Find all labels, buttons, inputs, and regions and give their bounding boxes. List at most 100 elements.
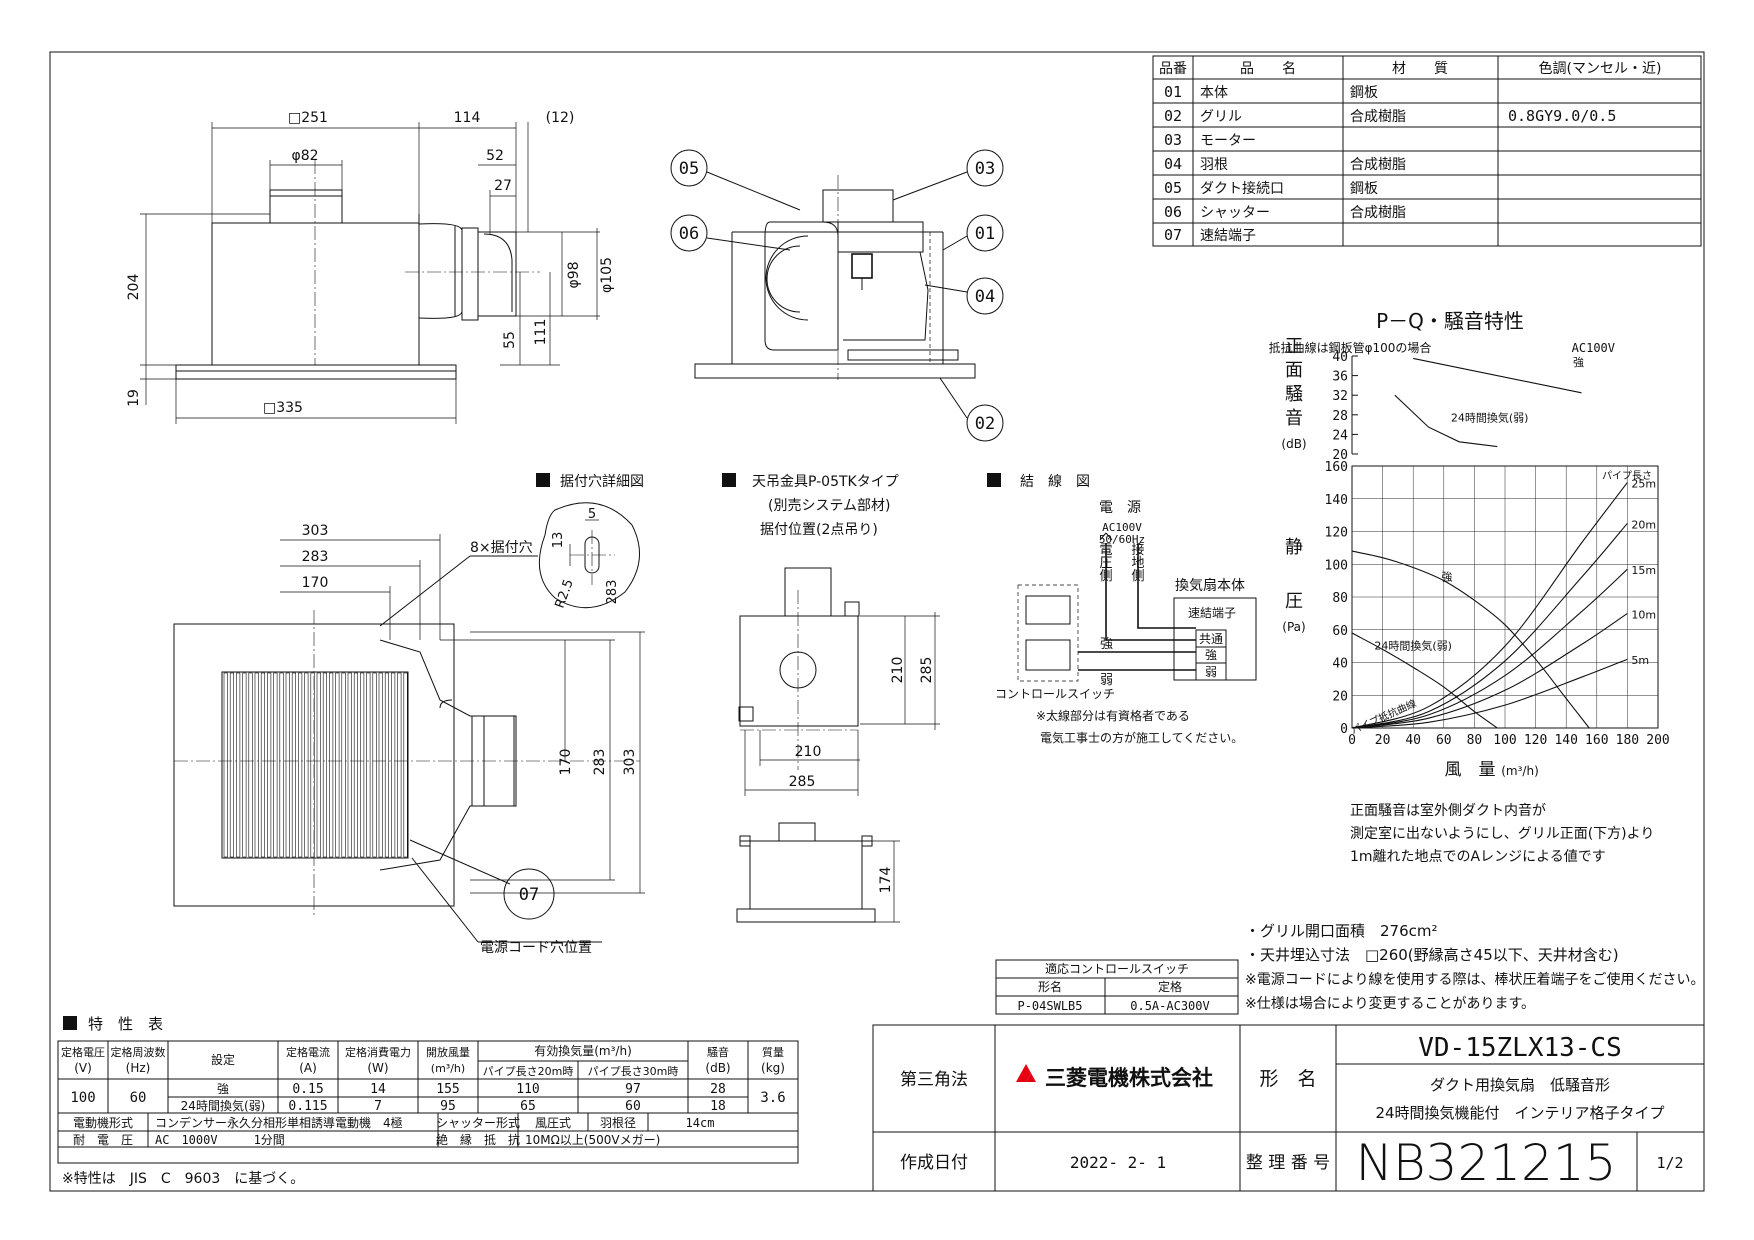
dim-text: 27 (494, 178, 512, 194)
col-unit: (Hz) (126, 1061, 151, 1075)
parts-header-name: 品 名 (1240, 61, 1296, 77)
grille-slat (291, 672, 297, 858)
sp-unit: (Pa) (1282, 620, 1305, 634)
y-tick-label: 100 (1325, 558, 1348, 573)
row-p20: 110 (516, 1082, 539, 1097)
noise-note-line: 正面騒音は室外側ダクト内音が (1350, 802, 1546, 819)
col-header: パイプ長さ30m時 (588, 1065, 679, 1078)
x-tick-label: 80 (1467, 733, 1483, 748)
x-tick-label: 180 (1616, 733, 1639, 748)
grille-slat (267, 672, 272, 858)
blade-label: 羽根径 (600, 1116, 636, 1130)
parts-cell: モーター (1200, 133, 1256, 149)
sp-series-line (1351, 658, 1628, 729)
dim-text: 303 (302, 523, 329, 539)
pq-charts: P－Q・騒音特性 抵抗曲線は鋼板管φ100の場合 AC100V 正 面 騒 音 … (1269, 309, 1670, 780)
y-tick-label: 120 (1325, 526, 1348, 541)
parts-cell: 羽根 (1200, 157, 1228, 173)
sp-ylabel: 圧 (1285, 591, 1303, 612)
sp-series-line (1351, 522, 1628, 729)
dim-text: R2.5 (553, 577, 577, 610)
char-footnote: ※特性は JIS C 9603 に基づく。 (62, 1170, 304, 1187)
row-power: 14 (370, 1082, 386, 1097)
page-number: 1/2 (1656, 1154, 1683, 1172)
grille-slats (223, 672, 408, 858)
row-p30: 97 (625, 1082, 641, 1097)
parts-cell: 鋼板 (1350, 181, 1378, 197)
grille-slat (372, 672, 377, 858)
spec-note-line: ・グリル開口面積 276cm² (1245, 922, 1438, 940)
noise-ylabel: 面 (1285, 360, 1303, 381)
noise-y-tick-label: 32 (1332, 389, 1348, 404)
col-unit: (W) (367, 1061, 388, 1075)
dim-text: 5 (588, 507, 596, 522)
mass-value: 3.6 (760, 1090, 785, 1106)
grille-slat (298, 672, 303, 858)
dim-text: 174 (878, 867, 894, 894)
insulation-label: 絶 縁 抵 抗 (436, 1132, 520, 1147)
dim-text: 210 (795, 744, 822, 760)
row-open: 95 (440, 1099, 456, 1114)
x-tick-label: 140 (1554, 733, 1577, 748)
projection-label: 第三角法 (900, 1070, 968, 1090)
grille-slat (254, 672, 259, 858)
sp-series-label: 強 (1441, 571, 1452, 584)
row-p20: 65 (520, 1099, 536, 1114)
section-marker (987, 473, 1001, 487)
noise-y-tick-label: 24 (1332, 428, 1348, 443)
dim-text: 283 (605, 580, 620, 605)
title-block: 第三角法 三菱電機株式会社 形 名 VD-15ZLX13-CS ダクト用換気扇 … (872, 1024, 1705, 1192)
col-header: 騒音 (707, 1045, 729, 1059)
grille-slat (403, 672, 408, 858)
parts-cell: シャッター (1200, 205, 1270, 221)
switch-rating: 0.5A-AC300V (1130, 999, 1209, 1013)
dim-text: 111 (533, 319, 549, 346)
parts-cell: 07 (1164, 226, 1182, 244)
grille-slat (391, 672, 396, 858)
dim-text: 170 (558, 749, 574, 776)
plot-frame (1351, 465, 1659, 729)
noise-ylabel: 騒 (1285, 384, 1303, 405)
grille-slat (360, 672, 365, 858)
grille-slat (273, 672, 278, 858)
x-tick-label: 120 (1524, 733, 1547, 748)
wiring-power: 電 源 (1099, 500, 1141, 516)
grille-slat (366, 672, 371, 858)
noise-series-line (1394, 394, 1498, 448)
hanger-subtitle: (別売システム部材) (768, 498, 891, 514)
section-marker (722, 473, 736, 487)
section-view: 05 06 03 01 04 02 (670, 149, 1004, 442)
wiring-ground-side: 接地側 (1129, 542, 1145, 582)
x-unit: (m³/h) (1501, 764, 1539, 778)
x-tick-label: 40 (1405, 733, 1421, 748)
dim-text: 114 (454, 110, 481, 126)
model-label: 形 名 (1259, 1068, 1316, 1090)
pq-title: P－Q・騒音特性 (1376, 309, 1524, 333)
grille-slat (248, 672, 253, 858)
dim-text: 285 (789, 774, 816, 790)
callout-04: 04 (975, 287, 995, 307)
grille-slat (304, 672, 309, 858)
grille-slat (242, 672, 247, 858)
spec-note-line: ・天井埋込寸法 □260(野縁高さ45以下、天井材含む) (1245, 946, 1619, 964)
noise-y-tick-label: 36 (1332, 370, 1348, 385)
char-table-title: 特 性 表 (88, 1015, 163, 1033)
row-setting: 強 (217, 1082, 229, 1096)
row-current: 0.15 (292, 1082, 323, 1097)
wiring-strong-line: 強 (1100, 637, 1113, 652)
switch-col-rating: 定格 (1158, 979, 1182, 994)
ac-label: AC100V (1572, 341, 1615, 355)
parts-cell: ダクト接続口 (1200, 180, 1284, 197)
motor-value: コンデンサー永久分相形単相誘導電動機 4極 (155, 1115, 403, 1130)
wiring-note2: 電気工事士の方が施工してください。 (1040, 730, 1243, 745)
dim-text: 19 (126, 389, 142, 407)
dim-text: 283 (302, 549, 329, 565)
wiring-fan-body: 換気扇本体 (1175, 578, 1245, 594)
model-number: VD-15ZLX13-CS (1418, 1033, 1622, 1063)
date-label: 作成日付 (900, 1153, 968, 1173)
callout-02: 02 (975, 414, 995, 434)
callout-05: 05 (679, 159, 699, 179)
noise-ylabel: 正 (1285, 336, 1303, 357)
